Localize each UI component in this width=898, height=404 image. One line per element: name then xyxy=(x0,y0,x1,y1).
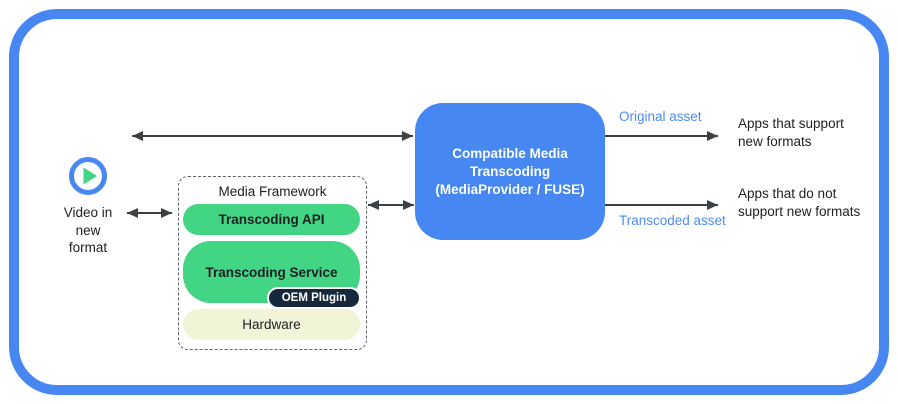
video-source-label: Video in new format xyxy=(52,204,124,257)
transcoder-line1: Compatible Media xyxy=(452,145,568,161)
video-source-line3: format xyxy=(68,240,108,255)
apps-no-support-line1: Apps that do not xyxy=(738,186,837,201)
compatible-media-transcoding-box: Compatible Media Transcoding (MediaProvi… xyxy=(415,103,605,240)
play-icon xyxy=(68,156,108,196)
media-framework-box: Media Framework Transcoding API Transcod… xyxy=(178,176,367,350)
transcoder-line2: Transcoding xyxy=(469,163,551,179)
apps-no-support-label: Apps that do not support new formats xyxy=(738,185,860,220)
original-asset-label: Original asset xyxy=(619,109,702,124)
video-source-line1: Video in xyxy=(63,205,113,220)
transcoded-asset-label: Transcoded asset xyxy=(619,213,726,228)
oem-plugin-pill: OEM Plugin xyxy=(267,287,361,309)
arrow-transcoded-asset xyxy=(605,200,718,210)
transcoder-line3: (MediaProvider / FUSE) xyxy=(435,181,585,197)
transcoding-service-pill: Transcoding Service xyxy=(183,241,360,303)
apps-support-line1: Apps that support xyxy=(738,116,844,131)
arrow-framework-to-transcoder xyxy=(368,200,414,210)
arrow-source-to-transcoder xyxy=(132,131,413,141)
apps-support-label: Apps that support new formats xyxy=(738,115,844,150)
transcoding-api-pill: Transcoding API xyxy=(183,204,360,235)
arrow-source-to-framework xyxy=(127,208,172,218)
hardware-pill: Hardware xyxy=(183,309,360,340)
media-framework-title: Media Framework xyxy=(218,184,327,199)
video-source-line2: new xyxy=(75,222,101,238)
arrow-original-asset xyxy=(605,131,718,141)
apps-no-support-line2: support new formats xyxy=(738,203,861,219)
outer-frame-border xyxy=(9,9,889,395)
apps-support-line2: new formats xyxy=(738,133,812,149)
